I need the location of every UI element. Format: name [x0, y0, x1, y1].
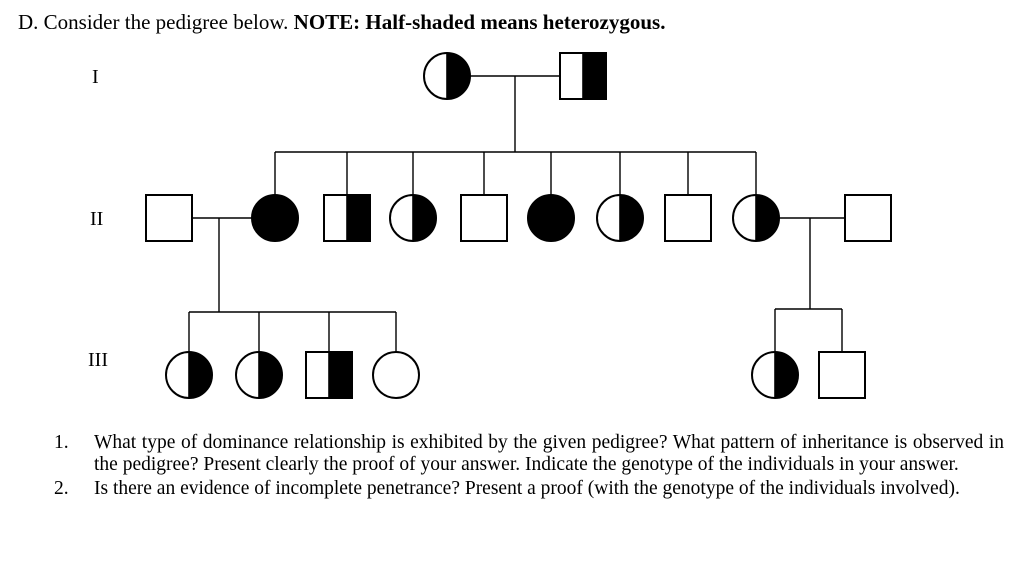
- individual-II-2: [251, 194, 299, 242]
- generation-label-III: III: [88, 349, 108, 371]
- pedigree-symbols: [145, 52, 892, 399]
- individual-II-6: [527, 194, 575, 242]
- individual-II-1: [145, 194, 193, 242]
- individual-II-7: [596, 194, 644, 242]
- individual-III-2: [235, 351, 283, 399]
- question-2-number: 2.: [54, 478, 69, 499]
- individual-III-4: [372, 351, 420, 399]
- individual-III-3: [305, 351, 353, 399]
- question-1-number: 1.: [54, 432, 69, 453]
- generation-label-I: I: [92, 66, 99, 88]
- individual-III-5: [751, 351, 799, 399]
- individual-II-9: [732, 194, 780, 242]
- individual-II-10: [844, 194, 892, 242]
- generation-label-II: II: [90, 208, 104, 230]
- question-2: 2. Is there an evidence of incomplete pe…: [54, 478, 1004, 500]
- section-heading: D. Consider the pedigree below. NOTE: Ha…: [18, 10, 665, 35]
- pedigree-lines: [188, 75, 845, 352]
- individual-III-1: [165, 351, 213, 399]
- heading-note: NOTE: Half-shaded means heterozygous.: [293, 10, 666, 34]
- question-2-text: Is there an evidence of incomplete penet…: [94, 478, 960, 499]
- individual-II-3: [323, 194, 371, 242]
- individual-II-4: [389, 194, 437, 242]
- individual-II-8: [664, 194, 712, 242]
- question-1: 1. What type of dominance relationship i…: [54, 432, 1004, 476]
- question-1-text: What type of dominance relationship is e…: [94, 432, 1004, 475]
- question-list: 1. What type of dominance relationship i…: [54, 432, 1004, 500]
- individual-I-2: [559, 52, 607, 100]
- individual-I-1: [423, 52, 471, 100]
- individual-II-5: [460, 194, 508, 242]
- individual-III-6: [818, 351, 866, 399]
- heading-prefix: D. Consider the pedigree below.: [18, 10, 294, 34]
